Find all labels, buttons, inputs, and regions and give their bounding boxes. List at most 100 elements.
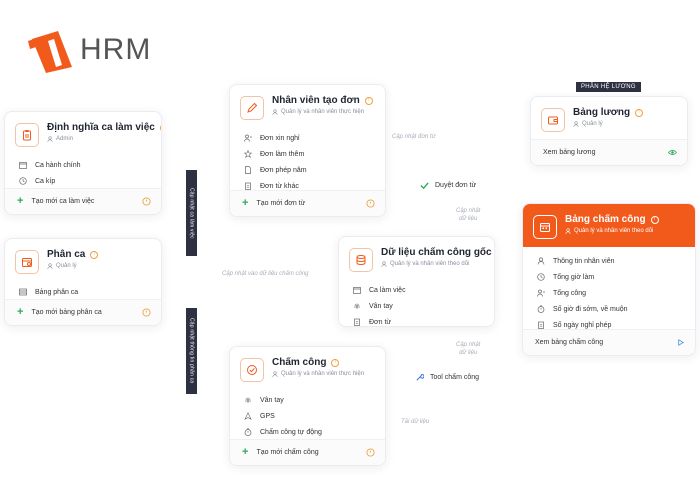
logo-text: HRM — [80, 33, 152, 66]
list-item[interactable]: Số giờ đi sớm, về muộn — [537, 301, 683, 317]
card-title: Phân ca — [47, 249, 86, 260]
list-item[interactable]: Thông tin nhân viên — [537, 253, 683, 269]
logo-mark-icon — [28, 31, 72, 73]
user-plus-icon — [537, 289, 545, 297]
attendance-card: Chấm công! Quản lý và nhân viên thực hiệ… — [229, 346, 386, 466]
card-title: Dữ liệu chấm công gốc — [381, 247, 492, 258]
vertical-label-update-shift: Cập nhật ca làm việc — [186, 170, 197, 256]
info-icon[interactable]: ! — [364, 96, 373, 105]
create-shift-table-button[interactable]: + Tạo mới bảng phân ca — [5, 299, 161, 325]
plus-icon: + — [242, 197, 249, 209]
wrench-icon — [416, 374, 424, 381]
list-item[interactable]: Ca kíp — [19, 173, 149, 189]
plus-icon: + — [17, 306, 24, 318]
list-item[interactable]: Ca hành chính — [19, 157, 149, 173]
vertical-label-update-assign: Cập nhật thông tin phân ca — [186, 308, 197, 394]
stopwatch-icon — [537, 305, 545, 313]
timer-icon — [366, 448, 375, 457]
card-subtitle: Quản lý — [56, 263, 77, 269]
document-icon — [245, 166, 251, 174]
card-title: Chấm công — [272, 357, 327, 368]
create-attendance-button[interactable]: + Tạo mới chấm công — [230, 439, 385, 465]
person-icon — [272, 371, 278, 377]
label-load-data: Tải dữ liệu — [401, 419, 430, 425]
person-icon — [565, 228, 571, 234]
timer-icon — [142, 308, 151, 317]
plus-icon: + — [17, 195, 24, 207]
list-item[interactable]: Tổng công — [537, 285, 683, 301]
table-icon — [19, 288, 27, 296]
location-arrow-icon — [244, 412, 252, 420]
card-title: Định nghĩa ca làm việc — [47, 122, 155, 133]
card-title: Bảng lương — [573, 107, 631, 118]
list-item[interactable]: GPS — [244, 408, 373, 424]
star-icon — [244, 150, 252, 158]
clipboard-list-icon — [354, 318, 360, 326]
fingerprint-icon — [245, 397, 251, 403]
card-title: Nhân viên tạo đơn — [272, 95, 360, 106]
approve-request-action[interactable]: Duyệt đơn từ — [420, 181, 476, 190]
person-icon — [47, 263, 53, 269]
calendar-icon — [19, 162, 27, 169]
list-item[interactable]: Vân tay — [244, 392, 373, 408]
info-icon[interactable]: ! — [90, 250, 99, 259]
pencil-icon — [240, 96, 264, 120]
database-icon — [349, 248, 373, 272]
clipboard-list-icon — [538, 321, 544, 329]
wallet-icon — [541, 108, 565, 132]
card-subtitle: Quản lý — [582, 121, 603, 127]
card-subtitle: Admin — [56, 136, 74, 142]
hrm-logo: HRM — [28, 26, 151, 74]
person-icon — [573, 121, 579, 127]
clipboard-icon — [15, 123, 39, 147]
list-item[interactable]: Bảng phân ca — [19, 284, 149, 300]
shift-assignment-card: Phân ca! Quản lý Bảng phân ca + Tạo mới … — [4, 238, 162, 326]
timer-icon — [366, 199, 375, 208]
eye-icon — [668, 150, 677, 155]
list-item[interactable]: Đơn phép năm — [244, 162, 373, 178]
list-item[interactable]: Đơn làm thêm — [244, 146, 373, 162]
info-icon[interactable]: ! — [159, 123, 161, 132]
card-subtitle: Quản lý và nhân viên thực hiện — [281, 371, 365, 377]
label-update-attendance-data: Cập nhật vào dữ liệu chấm công — [222, 271, 309, 277]
list-item[interactable]: Số ngày nghỉ phép — [537, 317, 683, 333]
calendar-icon — [353, 287, 361, 294]
person-icon — [381, 261, 387, 267]
clock-icon — [537, 273, 545, 281]
list-item[interactable]: Đơn xin nghỉ — [244, 130, 373, 146]
card-title: Bảng chấm công — [565, 214, 646, 225]
stopwatch-icon — [244, 428, 252, 436]
person-icon — [272, 109, 278, 115]
check-circle-icon — [240, 358, 264, 382]
shift-definition-card: Định nghĩa ca làm việc! Admin Ca hành ch… — [4, 111, 162, 215]
list-item[interactable]: Chấm công tự động — [244, 424, 373, 440]
employee-request-card: Nhân viên tạo đơn! Quản lý và nhân viên … — [229, 84, 386, 217]
card-subtitle: Quản lý và nhân viên theo dõi — [390, 261, 470, 267]
clock-icon — [19, 177, 27, 185]
user-icon — [537, 257, 545, 265]
view-payroll-button[interactable]: Xem bảng lương — [531, 139, 687, 165]
fingerprint-icon — [354, 303, 360, 309]
payroll-card: Bảng lương! Quản lý Xem bảng lương — [530, 96, 688, 166]
list-item[interactable]: Ca làm việc — [353, 282, 482, 298]
list-item[interactable]: Đơn từ khác — [244, 178, 373, 194]
check-icon — [420, 182, 429, 190]
create-request-button[interactable]: + Tạo mới đơn từ — [230, 190, 385, 216]
attendance-tool-action[interactable]: Tool chấm công — [415, 373, 479, 382]
view-timesheet-button[interactable]: Xem bảng chấm công — [523, 329, 695, 355]
label-update-request: Cập nhật đơn từ — [392, 134, 436, 140]
list-item[interactable]: Vân tay — [353, 298, 482, 314]
info-icon[interactable]: ! — [650, 215, 659, 224]
person-icon — [47, 136, 53, 142]
play-icon — [678, 339, 684, 346]
raw-attendance-data-card: Dữ liệu chấm công gốc! Quản lý và nhân v… — [338, 236, 495, 327]
card-subtitle: Quản lý và nhân viên thực hiện — [281, 109, 365, 115]
info-icon[interactable]: ! — [635, 108, 644, 117]
create-shift-button[interactable]: + Tạo mới ca làm việc — [5, 188, 161, 214]
list-item[interactable]: Đơn từ — [353, 314, 482, 326]
info-icon[interactable]: ! — [331, 358, 340, 367]
calendar-grid-icon — [533, 215, 557, 239]
list-item[interactable]: Tổng giờ làm — [537, 269, 683, 285]
calendar-clock-icon — [15, 250, 39, 274]
